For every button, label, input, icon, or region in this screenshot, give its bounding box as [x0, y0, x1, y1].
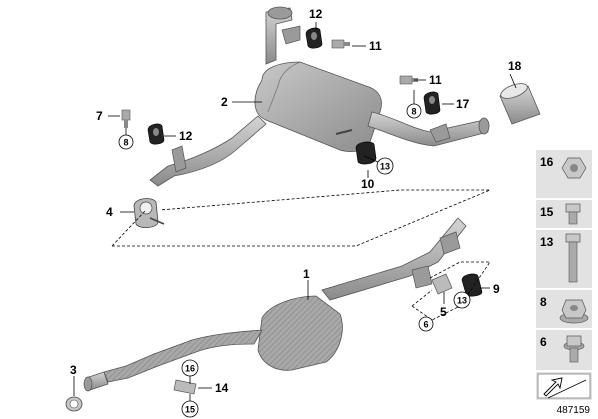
tailpipe-trim-18: [499, 83, 541, 125]
circled-callout-16: 16: [181, 359, 199, 377]
callout-3: 3: [70, 363, 77, 377]
callout-10: 10: [361, 177, 375, 191]
clamp-4: [133, 198, 165, 228]
rubber-mount-10: [355, 141, 377, 165]
direction-arrow-icon: [537, 373, 591, 399]
hardware-label-16: 16: [540, 155, 554, 169]
rubber-mount-12-left: [147, 123, 165, 145]
right-tailpipe-opening: [478, 117, 490, 135]
silencer-body: [254, 61, 382, 152]
svg-text:15: 15: [185, 405, 195, 415]
svg-text:6: 6: [423, 320, 428, 330]
svg-text:8: 8: [123, 138, 128, 148]
callout-5: 5: [440, 305, 447, 319]
hardware-label-6: 6: [540, 335, 547, 349]
circled-callout-6: 6: [418, 316, 434, 332]
hardware-label-13: 13: [540, 235, 554, 249]
bracket-14: [173, 379, 197, 395]
svg-text:13: 13: [380, 162, 390, 172]
svg-text:13: 13: [457, 296, 467, 306]
front-pipe-lower: [103, 329, 263, 383]
callout-7: 7: [96, 109, 103, 123]
circled-callout-13-bottom: 13: [453, 291, 471, 309]
circled-callout-13-top: 13: [376, 157, 394, 175]
callout-17: 17: [456, 97, 470, 111]
callout-1: 1: [303, 267, 310, 281]
bracket-5: [431, 273, 453, 295]
callout-12-top: 12: [309, 7, 323, 21]
long-bolt-icon: [565, 233, 581, 283]
circled-callout-8-right: 8: [406, 103, 422, 119]
callout-11-right: 11: [429, 73, 442, 87]
hardware-label-15: 15: [540, 205, 554, 219]
callout-11-top: 11: [369, 39, 382, 53]
short-bolt-icon: [565, 203, 581, 225]
left-tailpipe-opening: [267, 6, 293, 20]
circled-callout-15: 15: [181, 400, 199, 418]
callout-14: 14: [215, 381, 229, 395]
callout-12-left: 12: [179, 129, 193, 143]
rubber-mount-17: [423, 91, 441, 115]
flange-bolt-icon: [563, 335, 585, 363]
bolt-11-top: [331, 39, 350, 49]
rear-silencer-assembly: [149, 6, 490, 187]
rubber-mount-12-top: [305, 27, 323, 49]
bolt-7: [121, 109, 131, 128]
right-outlet-pipe: [367, 111, 489, 147]
callout-labels: 1 2 3 4 5 7 9 10 11 11 12 12 14 17 18 8 …: [70, 7, 522, 418]
silencer-inlet-pipe: [149, 115, 267, 187]
catalytic-converter: [257, 295, 343, 371]
callout-2: 2: [221, 95, 228, 109]
callout-9: 9: [493, 282, 500, 296]
clamp-3: [65, 396, 83, 412]
left-upper-tailpipe: [265, 7, 293, 65]
callout-4: 4: [106, 205, 113, 219]
circled-callout-8-left: 8: [118, 134, 134, 150]
hardware-label-8: 8: [540, 295, 547, 309]
callout-18: 18: [508, 59, 522, 73]
svg-text:8: 8: [411, 107, 416, 117]
svg-text:16: 16: [185, 364, 195, 374]
hardware-panel: 16 15 13 8 6: [536, 150, 592, 400]
front-pipe-assembly: [83, 217, 467, 392]
diagram-id: 487159: [556, 405, 590, 416]
flange-nut-icon: [559, 299, 589, 324]
leader-lines: [73, 22, 517, 402]
hex-nut-icon: [561, 157, 587, 179]
